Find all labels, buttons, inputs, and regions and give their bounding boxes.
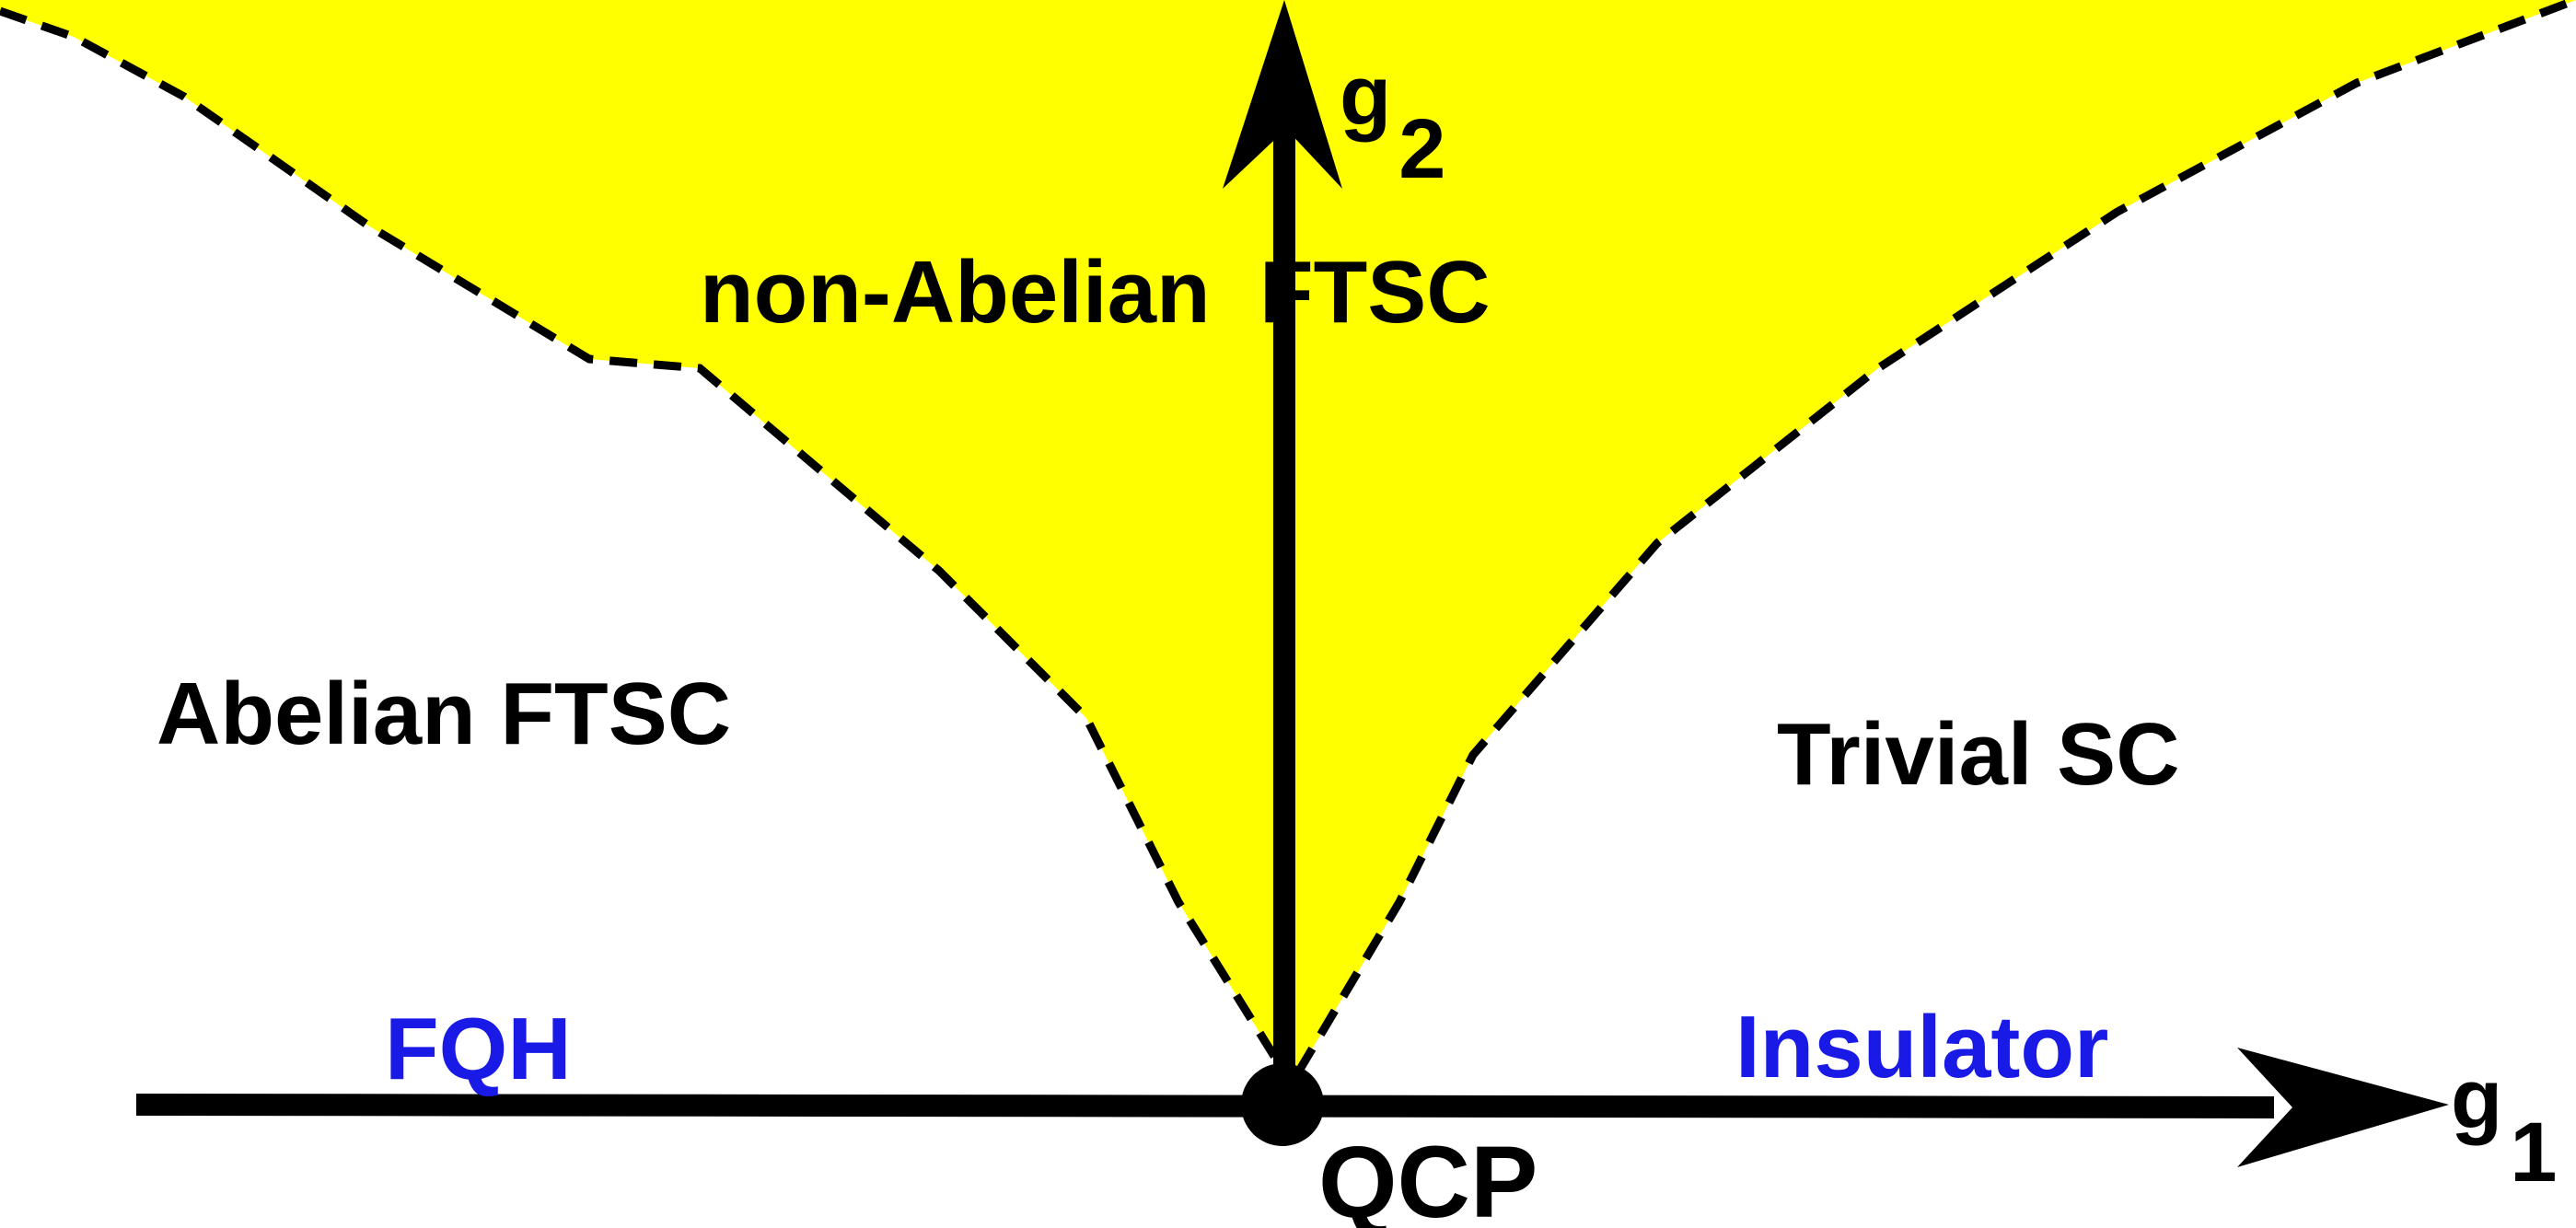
fqh-label: FQH (385, 1000, 572, 1098)
horizontal-axis (135, 1094, 2275, 1118)
abelian-ftsc-label: Abelian FTSC (157, 665, 731, 763)
trivial-sc-label: Trivial SC (1777, 705, 2180, 804)
qcp-label: QCP (1318, 1126, 1537, 1228)
qcp-point (1241, 1063, 1324, 1146)
right-phase-boundary (1294, 0, 2576, 1075)
vertical-axis-arrowhead (1223, 0, 1342, 189)
g1-axis-label: g1 (2451, 1052, 2557, 1199)
horizontal-axis-arrowhead (2237, 1048, 2449, 1167)
left-phase-boundary (0, 6, 1288, 1075)
g2-axis-label: g2 (1340, 49, 1445, 196)
insulator-label: Insulator (1735, 998, 2108, 1096)
non-abelian-ftsc-label: non-Abelian FTSC (700, 243, 1491, 342)
